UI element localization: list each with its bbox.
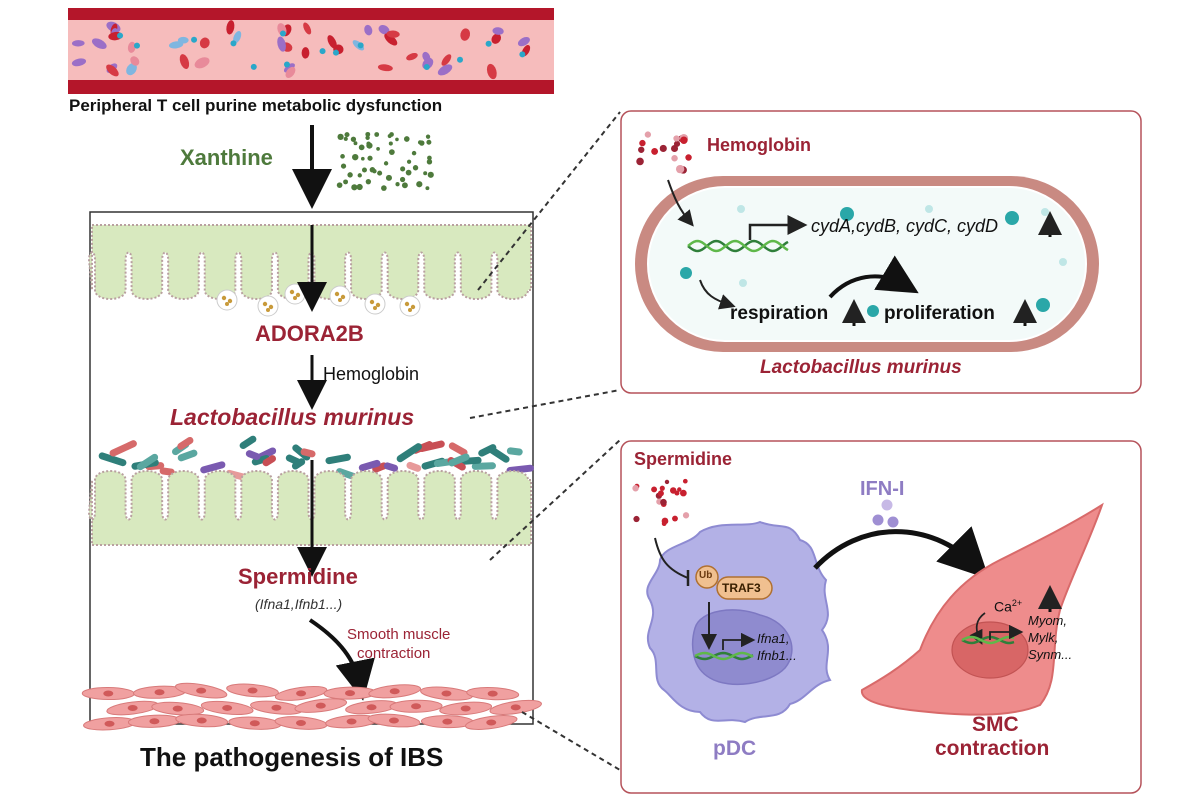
label-xanthine: Xanthine	[180, 145, 273, 170]
smc-genes-line1: Myom,	[1028, 613, 1067, 628]
spermidine-dots	[632, 478, 690, 527]
label-ub: Ub	[699, 570, 713, 581]
upper-villi	[87, 224, 532, 300]
pdc-transcription-arrow	[722, 632, 756, 650]
smooth-muscle-layer	[81, 682, 542, 731]
transcription-arrow	[748, 215, 808, 240]
pdc-dna	[694, 651, 754, 661]
ca-arrow	[969, 612, 986, 645]
label-ca: Ca2+	[994, 598, 1023, 615]
label-ifn: IFN-I	[860, 478, 905, 500]
blood-vessel	[68, 8, 554, 94]
dna-helix	[687, 239, 789, 253]
pdc-genes-line1: Ifna1,	[757, 631, 790, 646]
label-traf3: TRAF3	[722, 581, 761, 595]
panel1-genes: cydA,cydB, cydC, cydD	[811, 216, 999, 236]
smc-genes-line2: Mylk,	[1028, 630, 1059, 645]
label-pdc: pDC	[713, 737, 757, 760]
xanthine-dots	[336, 131, 434, 191]
bacteria-band	[98, 435, 534, 483]
arrow-to-respiration	[699, 279, 736, 310]
label-genes-left: (Ifna1,Ifnb1...)	[255, 596, 343, 612]
label-smc: SMC	[972, 713, 1019, 736]
bacterium-interior	[647, 186, 1087, 342]
smc-genes-line3: Synm...	[1028, 647, 1073, 662]
label-adora2b: ADORA2B	[255, 321, 364, 346]
smc-nucleus	[951, 621, 1029, 679]
arrow-pdc-to-smc	[813, 526, 990, 580]
connector-lines	[469, 111, 621, 771]
pdc-genes-line2: Ifnb1...	[757, 648, 797, 663]
label-lactobacillus-left: Lactobacillus murinus	[170, 404, 415, 430]
panel1-proliferation: proliferation	[884, 303, 995, 324]
arrow-to-smooth-muscle	[308, 618, 375, 701]
traf3-pill	[716, 576, 773, 600]
smc-transcription-arrow	[989, 624, 1024, 640]
xanthine-vesicles	[216, 283, 421, 317]
bottom-title: The pathogenesis of IBS	[140, 742, 444, 772]
ifn-dots	[872, 499, 899, 528]
panel1-title: Hemoglobin	[707, 135, 811, 155]
spermidine-inhibition	[654, 537, 689, 579]
label-smc-contraction: contraction	[935, 737, 1050, 760]
panel1-respiration: respiration	[730, 303, 829, 324]
smc-dna	[961, 635, 1015, 645]
label-spermidine-left: Spermidine	[238, 564, 358, 589]
hemoglobin-dots	[636, 131, 692, 174]
lower-villi	[87, 470, 532, 546]
label-smooth-muscle: Smooth muscle	[347, 626, 451, 643]
arrow-respiration-to-proliferation	[828, 255, 919, 299]
label-smooth-muscle-contraction: contraction	[357, 645, 431, 662]
label-hemoglobin-arrow: Hemoglobin	[323, 364, 420, 384]
ub-circle	[695, 565, 719, 589]
smc-cell	[860, 502, 1104, 716]
panel1-caption: Lactobacillus murinus	[760, 357, 962, 378]
panel2-title: Spermidine	[634, 449, 733, 469]
arrow-hb-entry	[667, 179, 694, 227]
teal-spheres	[680, 205, 1067, 317]
title-purine-dysfunction: Peripheral T cell purine metabolic dysfu…	[69, 96, 443, 115]
